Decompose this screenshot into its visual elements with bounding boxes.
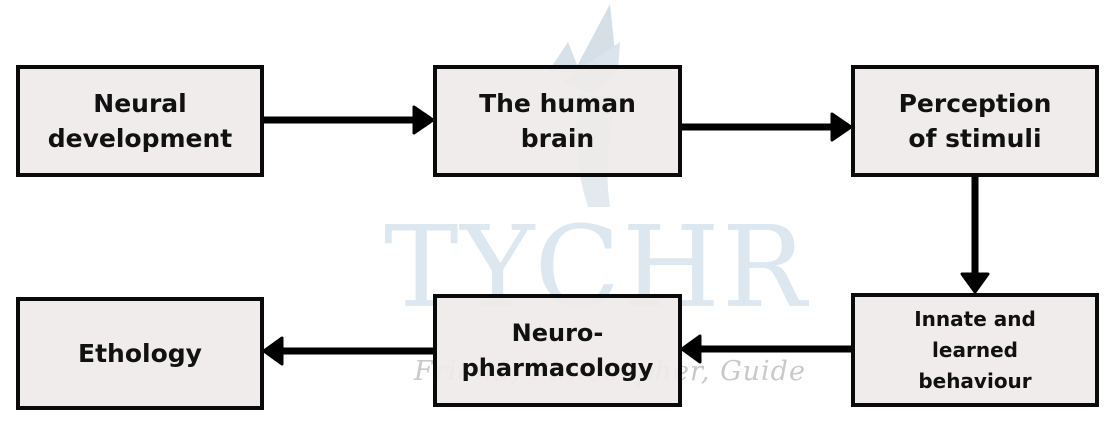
node-label: Perception of stimuli: [898, 89, 1052, 153]
node-human-brain: The human brain: [433, 65, 682, 177]
arrow-brain-to-perception: [681, 112, 853, 142]
node-neuropharmacology: Neuro- pharmacology: [433, 294, 682, 407]
arrow-innate-to-neuropharmacology: [680, 334, 851, 364]
node-perception: Perception of stimuli: [851, 65, 1099, 177]
node-label: Neuro- pharmacology: [461, 318, 654, 382]
arrow-neuropharmacology-to-ethology: [262, 336, 433, 366]
arrow-perception-to-innate: [960, 176, 990, 294]
node-label: The human brain: [479, 89, 636, 153]
node-innate-learned: Innate and learned behaviour: [851, 293, 1099, 407]
node-ethology: Ethology: [16, 297, 264, 410]
node-label: Neural development: [47, 89, 233, 153]
node-label: Ethology: [78, 339, 202, 368]
node-label: Innate and learned behaviour: [914, 306, 1036, 393]
node-neural-development: Neural development: [16, 65, 264, 177]
arrow-neural-to-brain: [263, 105, 435, 135]
